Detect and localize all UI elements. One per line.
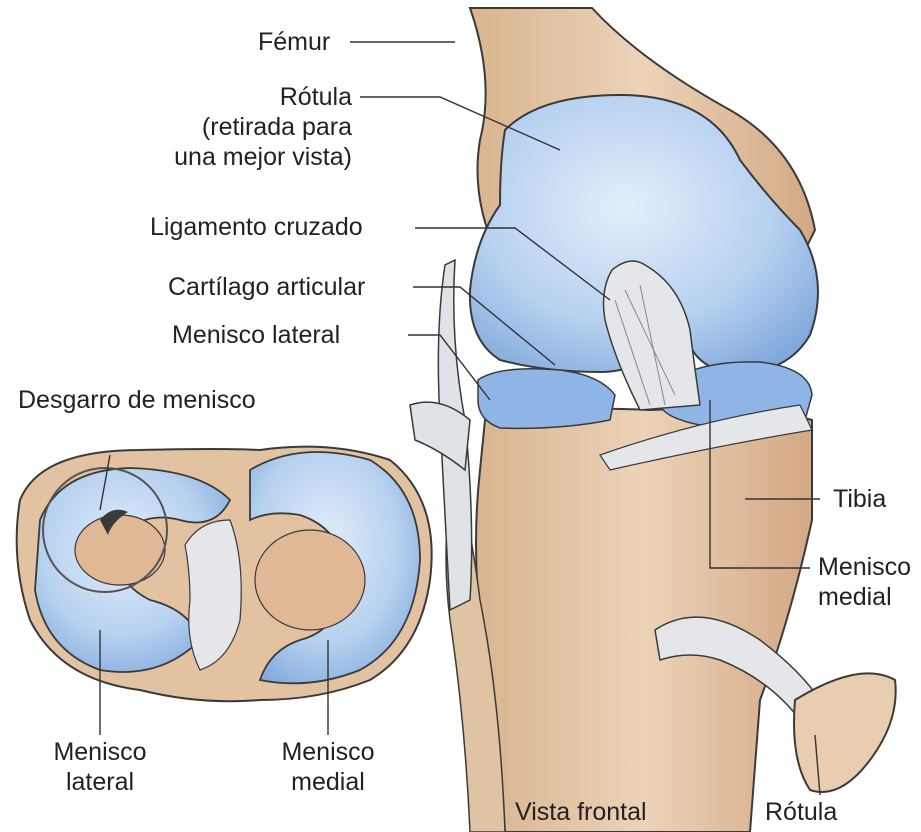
tibia-label: Tibia: [833, 484, 886, 514]
rotula-label-line2: (retirada para: [130, 112, 352, 142]
lateral-meniscus-front: [478, 369, 615, 429]
patella-bottom-label: Rótula: [765, 797, 837, 827]
patella-bone: [794, 673, 896, 792]
medial-meniscus-bottom-label: Menisco medial: [258, 737, 398, 797]
lateral-meniscus-bottom-line2: lateral: [30, 767, 170, 797]
top-view-meniscus: [17, 447, 432, 702]
meniscus-tear-label: Desgarro de menisco: [18, 385, 256, 415]
lateral-meniscus-bottom-line1: Menisco: [30, 737, 170, 767]
medial-meniscus-right-label: Menisco medial: [818, 552, 911, 612]
rotula-removed-label: Rótula (retirada para una mejor vista): [130, 82, 352, 172]
lateral-meniscus-bottom-label: Menisco lateral: [30, 737, 170, 797]
tibia-bone: [476, 409, 812, 832]
rotula-label-line3: una mejor vista): [130, 142, 352, 172]
rotula-label-line1: Rótula: [130, 82, 352, 112]
femur-label: Fémur: [258, 27, 330, 57]
front-view-knee: [410, 8, 896, 832]
articular-cartilage-label: Cartílago articular: [168, 272, 365, 302]
medial-meniscus-right-line1: Menisco: [818, 552, 911, 582]
cruciate-ligament-label: Ligamento cruzado: [150, 212, 363, 242]
medial-meniscus-right-line2: medial: [818, 582, 911, 612]
lateral-meniscus-front-label: Menisco lateral: [172, 320, 340, 350]
medial-meniscus-bottom-line1: Menisco: [258, 737, 398, 767]
medial-meniscus-bottom-line2: medial: [258, 767, 398, 797]
lateral-plateau-cartilage: [75, 515, 165, 585]
medial-plateau-cartilage: [255, 530, 365, 630]
front-view-caption: Vista frontal: [515, 797, 647, 827]
